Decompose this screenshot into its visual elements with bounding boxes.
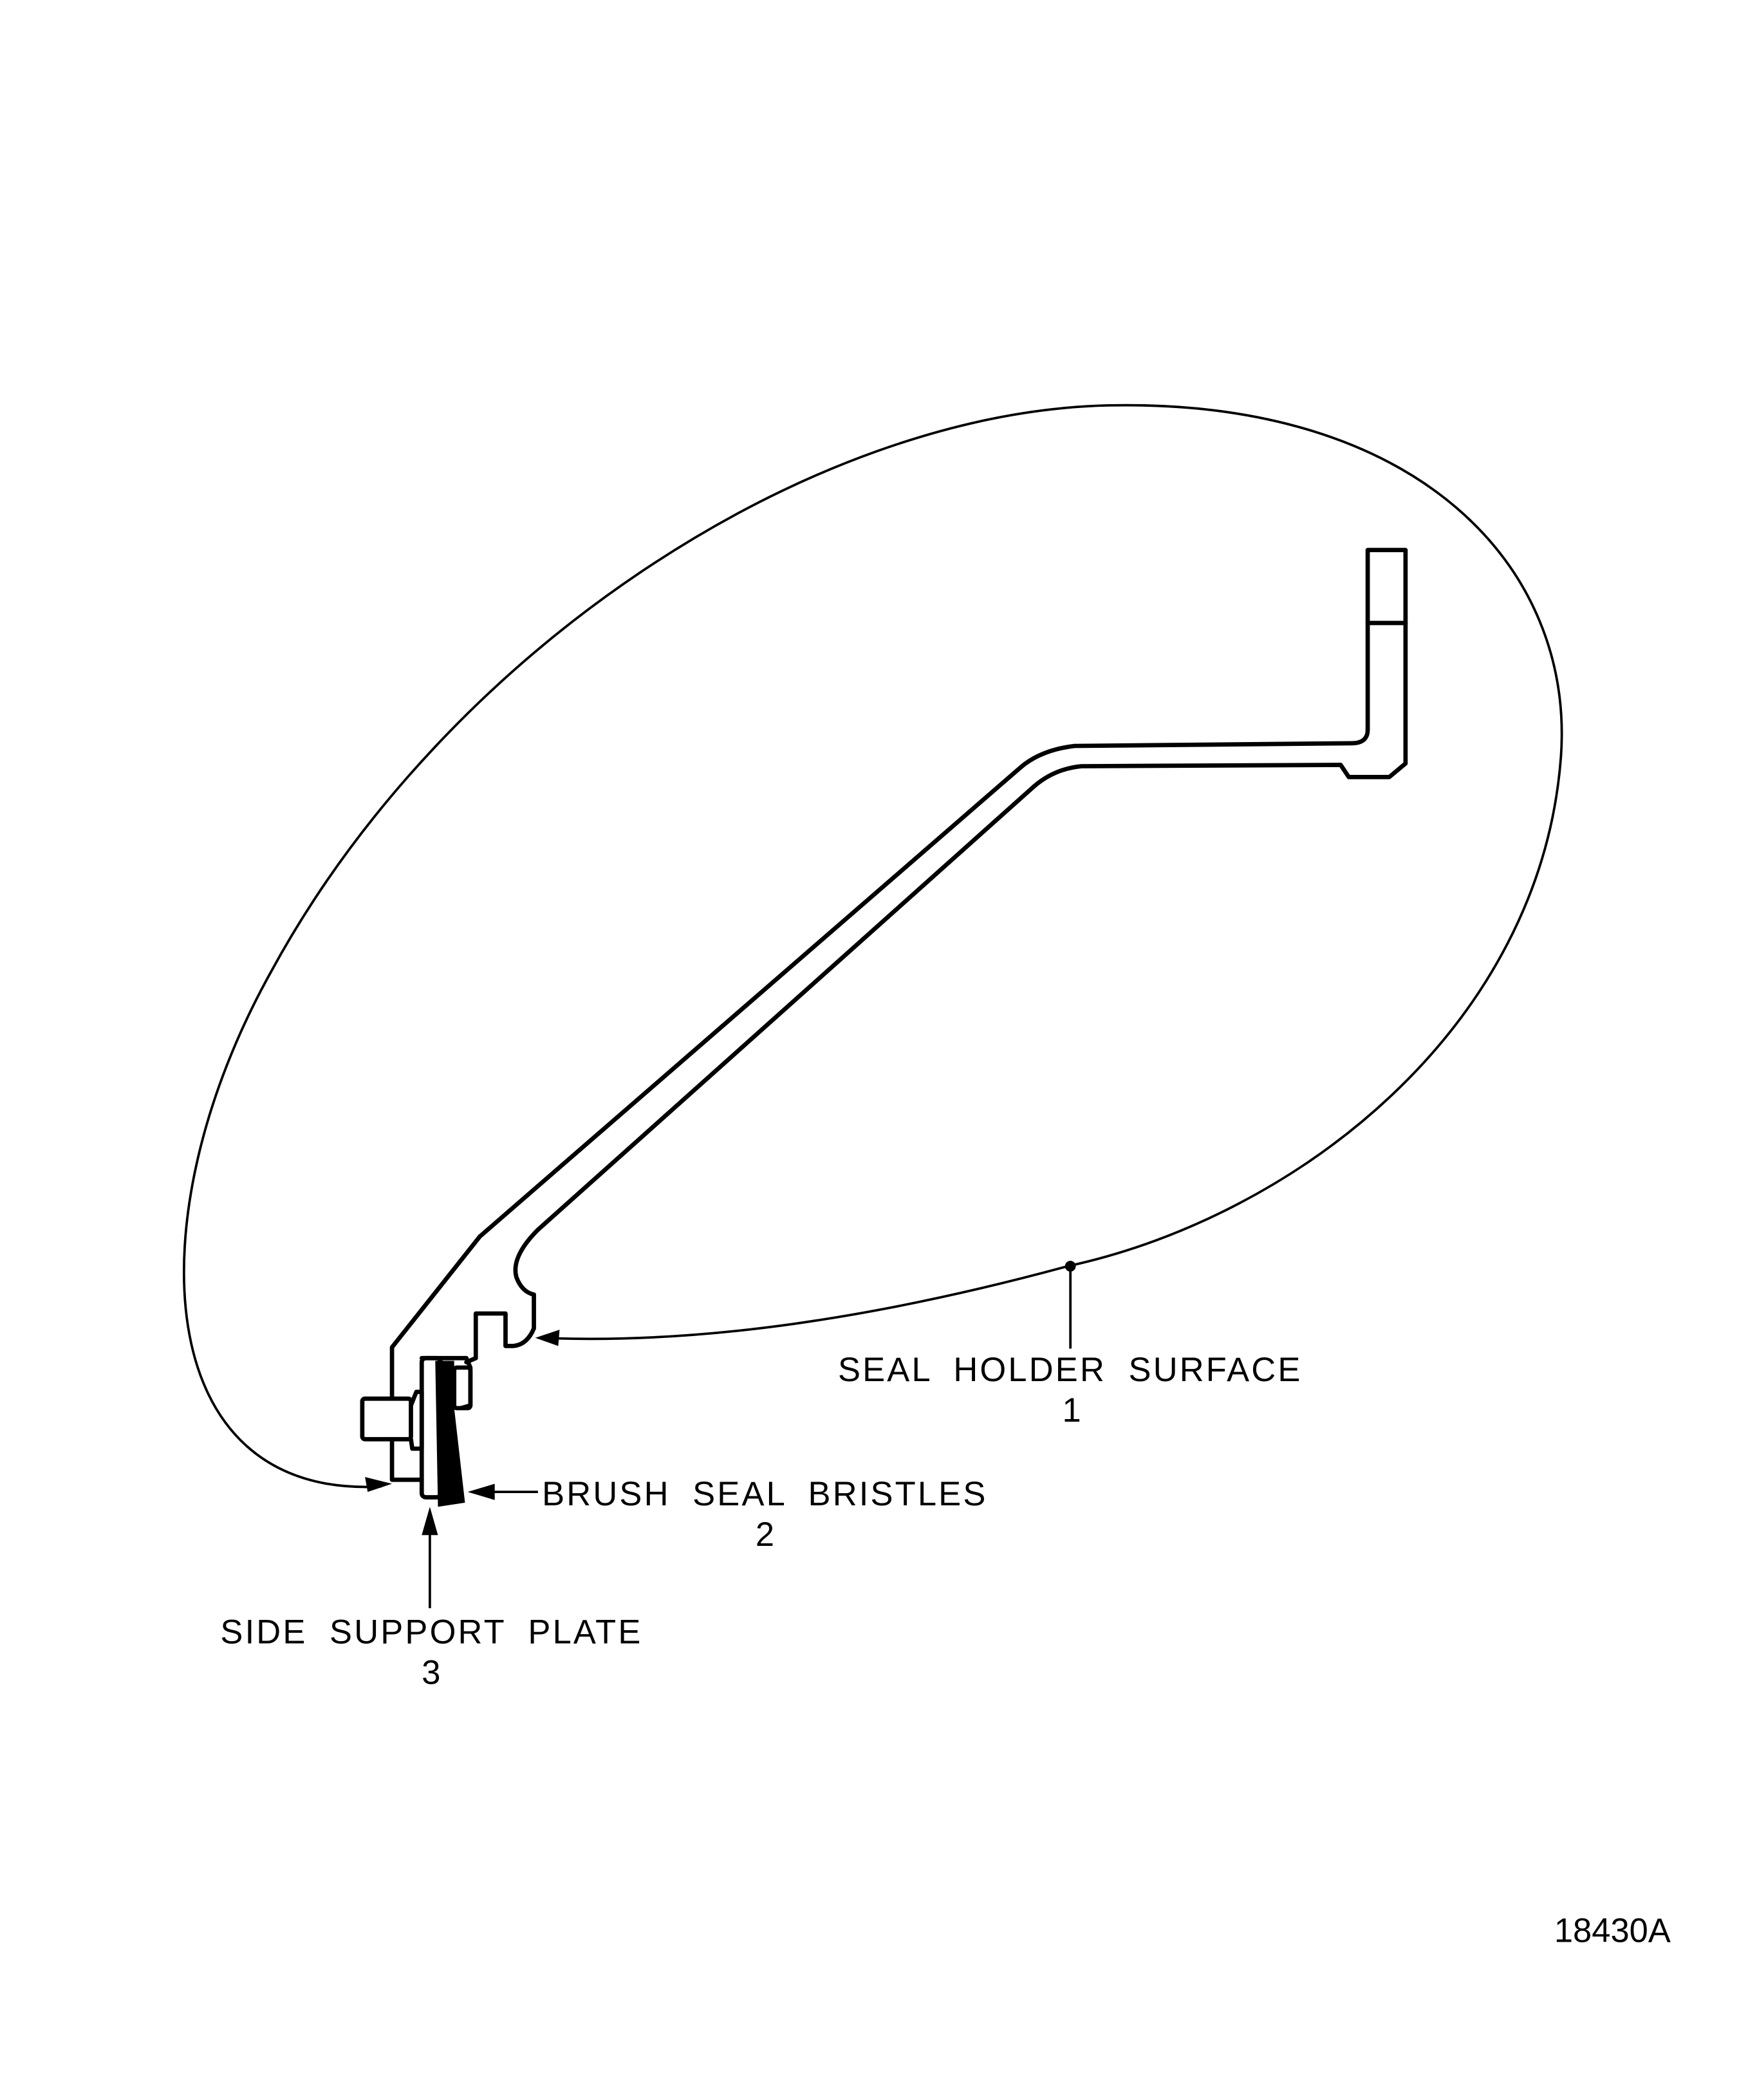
callout-label-seal-holder: SEAL HOLDER SURFACE <box>838 1351 1302 1389</box>
bristles <box>435 1361 465 1507</box>
arrowhead-side-plate <box>422 1507 438 1536</box>
callout-label-bristles: BRUSH SEAL BRISTLES <box>542 1475 987 1513</box>
figure-id: 18430A <box>1554 1911 1671 1949</box>
detail-loop-outline <box>182 404 1563 1489</box>
brush-seal-assembly <box>360 1355 473 1507</box>
callout-number-3: 3 <box>422 1653 442 1691</box>
callout-number-2: 2 <box>756 1516 776 1554</box>
seal-holder <box>389 548 1408 1401</box>
callout-number-1: 1 <box>1063 1391 1083 1429</box>
callout-label-side-plate: SIDE SUPPORT PLATE <box>220 1613 642 1651</box>
arrowhead-bristles <box>467 1483 495 1500</box>
leader-dot-seal-holder <box>1064 1261 1076 1272</box>
arrowhead-seal-holder <box>535 1330 560 1346</box>
arrowhead-loop-start <box>365 1477 393 1492</box>
